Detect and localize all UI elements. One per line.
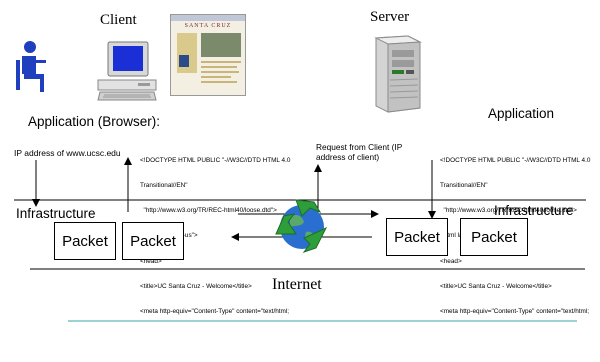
source-line: <!DOCTYPE HTML PUBLIC "-//W3C//DTD HTML … xyxy=(140,156,291,164)
client-infra-label: Infrastructure xyxy=(16,206,96,221)
server-packet: Packet xyxy=(386,218,448,256)
source-line: <meta http-equiv="Content-Type" content=… xyxy=(440,308,590,316)
client-packet: Packet xyxy=(122,222,184,260)
server-tower-icon xyxy=(374,35,422,113)
source-line: <head> xyxy=(140,257,162,265)
client-app-label: Application (Browser): xyxy=(28,114,161,129)
server-infra-label: Infrastructure xyxy=(494,203,574,218)
person-at-computer-icon xyxy=(16,41,46,92)
recycle-globe-icon xyxy=(275,199,328,253)
server-packet: Packet xyxy=(460,218,528,256)
source-line: Transitional//EN" xyxy=(140,182,188,190)
source-line: <title>UC Santa Cruz - Welcome</title> xyxy=(140,282,252,290)
source-line: "http://www.w3.org/TR/REC-html40/loose.d… xyxy=(440,207,577,215)
internet-label: Internet xyxy=(272,276,322,293)
server-app-label: Application xyxy=(488,106,555,121)
client-packet: Packet xyxy=(54,222,116,260)
webpage-heading: SANTA CRUZ xyxy=(184,23,232,29)
source-line: Transitional//EN" xyxy=(440,182,488,190)
client-label: Client xyxy=(100,12,137,28)
source-line: <title>UC Santa Cruz - Welcome</title> xyxy=(440,282,552,290)
source-line: <head> xyxy=(440,257,462,265)
webpage-thumbnail: SANTA CRUZ xyxy=(170,14,246,96)
source-line: <meta http-equiv="Content-Type" content=… xyxy=(140,308,290,316)
server-label: Server xyxy=(370,9,410,25)
request-label: Request from Client (IP address of clien… xyxy=(316,142,403,162)
source-line: "http://www.w3.org/TR/REC-html40/loose.d… xyxy=(140,207,277,215)
source-line: <!DOCTYPE HTML PUBLIC "-//W3C//DTD HTML … xyxy=(440,156,591,164)
dns-query-label: IP address of www.ucsc.edu xyxy=(14,148,121,158)
desktop-computer-icon xyxy=(97,41,157,101)
